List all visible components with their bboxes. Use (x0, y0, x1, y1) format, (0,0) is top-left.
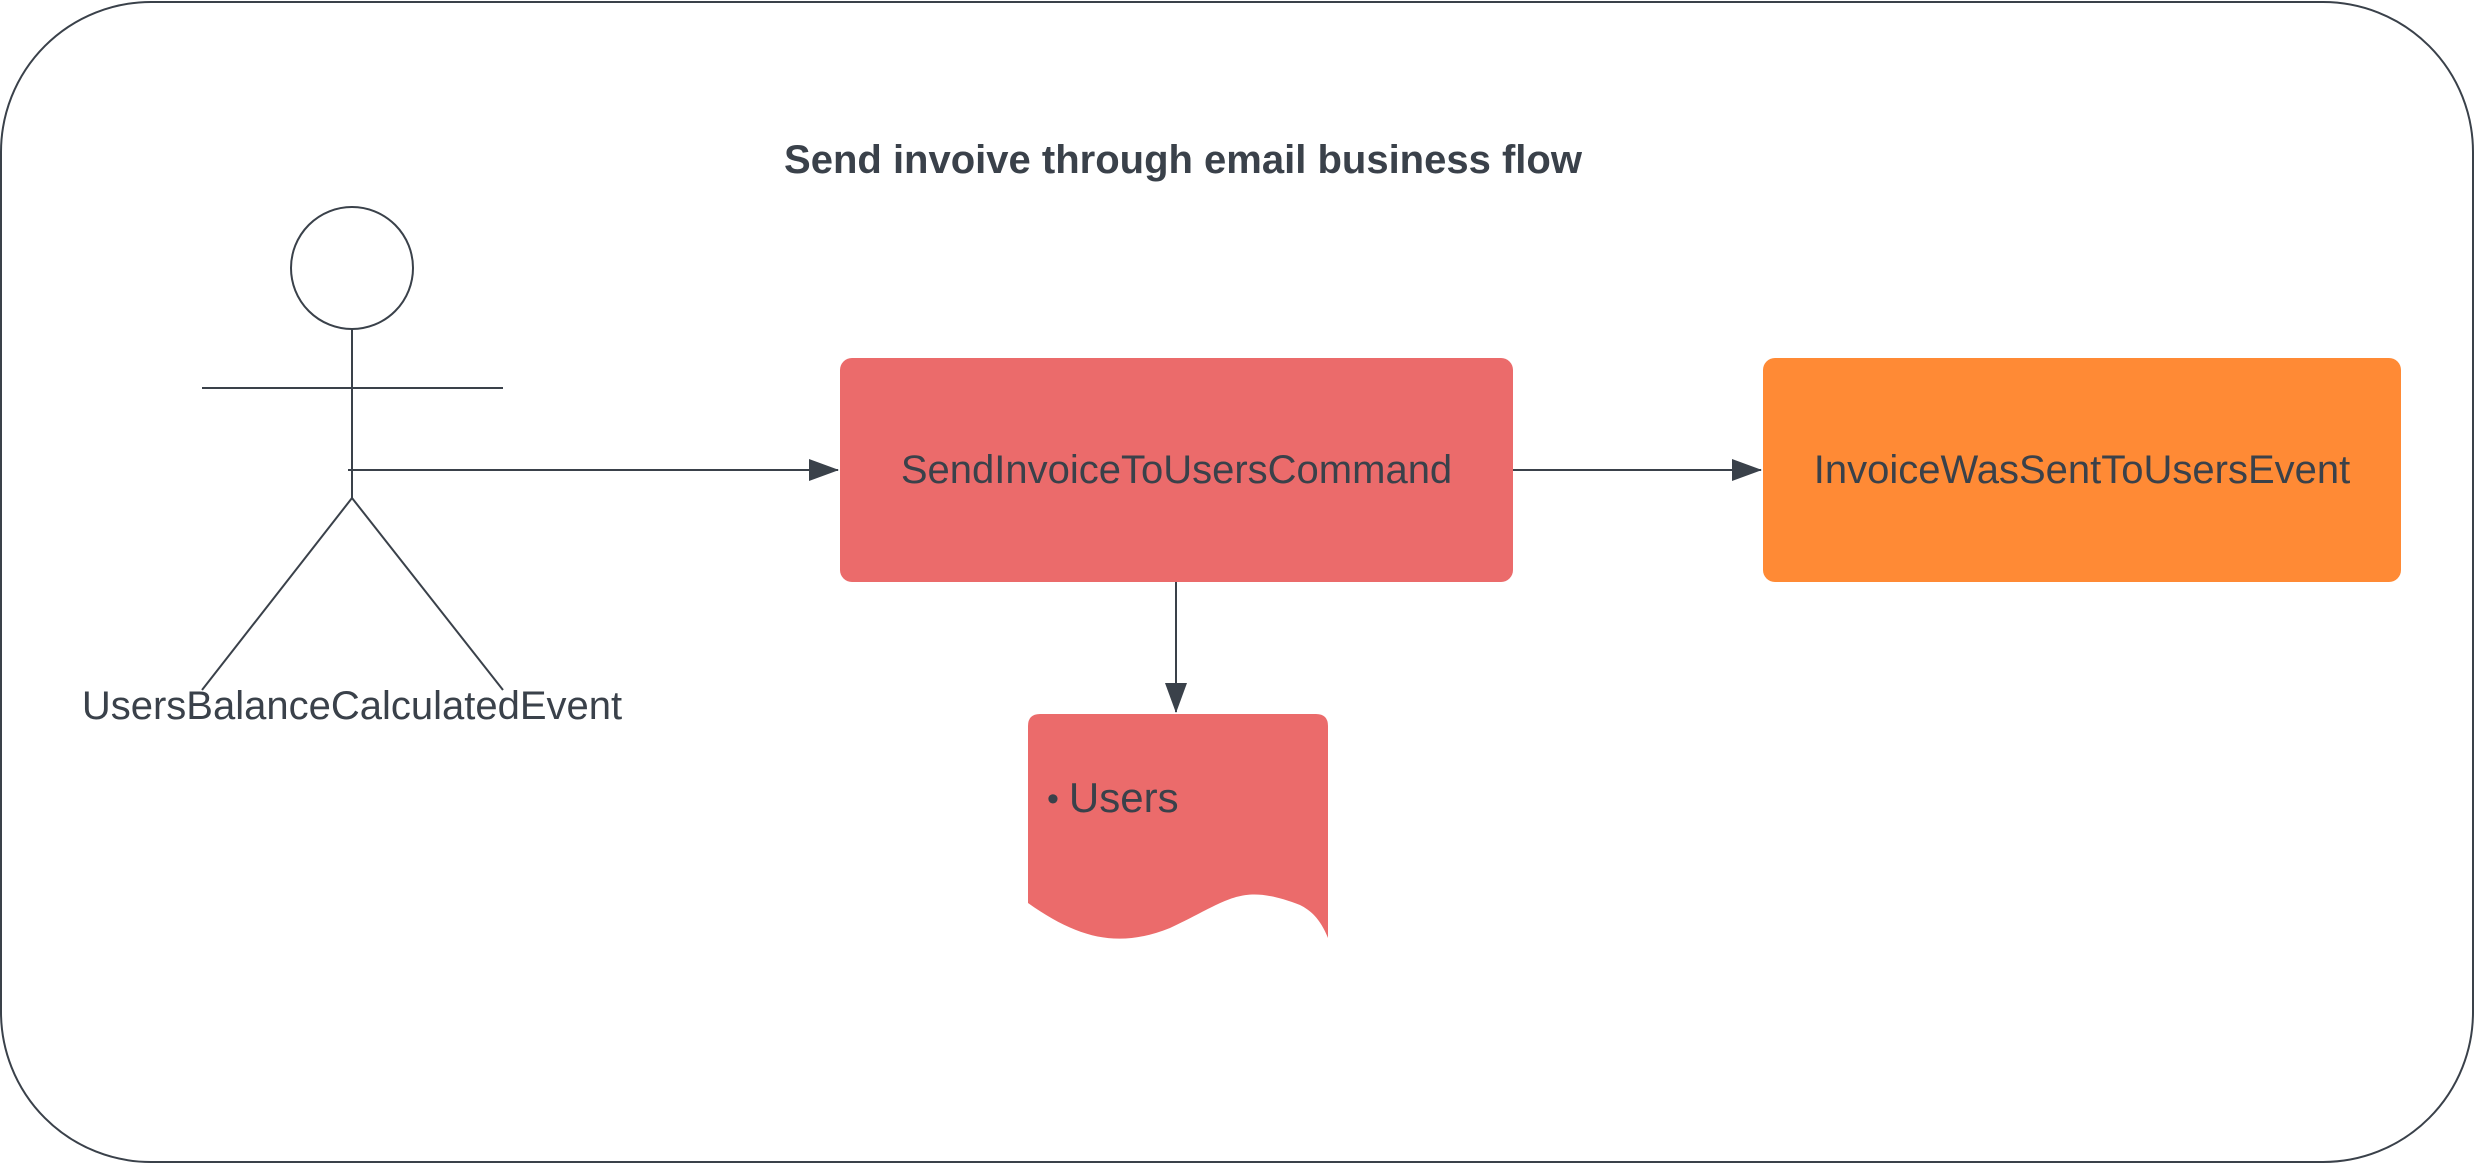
actor-left-leg (201, 497, 353, 691)
event-label: InvoiceWasSentToUsersEvent (1813, 447, 2351, 492)
diagram-title: Send invoive through email business flow (784, 138, 1582, 182)
command-box (840, 358, 1513, 582)
event-box (1763, 358, 2401, 582)
document-item-label: Users (1068, 774, 1179, 821)
command-label: SendInvoiceToUsersCommand (900, 447, 1453, 492)
document-shape (1028, 714, 1328, 939)
actor-label: UsersBalanceCalculatedEvent (81, 684, 623, 728)
bullet-icon: • (1047, 780, 1059, 818)
actor-right-leg (351, 497, 504, 691)
document-list-item: •Users (1047, 774, 1179, 822)
